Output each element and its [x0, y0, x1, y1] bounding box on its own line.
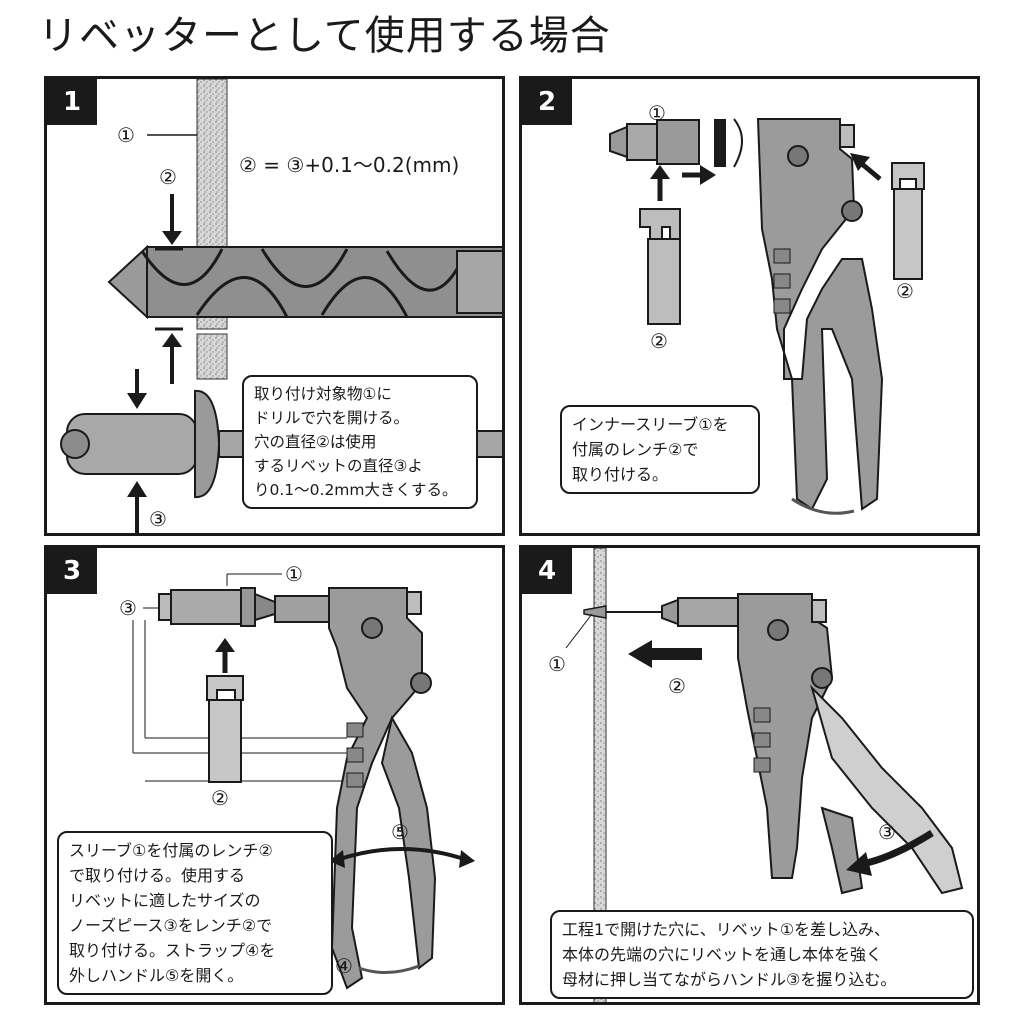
step-2-caption: インナースリーブ①を 付属のレンチ②で 取り付ける。 — [560, 405, 760, 494]
step-3-caption: スリーブ①を付属のレンチ② で取り付ける。使用する リベットに適したサイズの ノ… — [57, 831, 333, 995]
inner-sleeve — [609, 119, 700, 165]
riveter-tool — [661, 593, 964, 895]
callout-2b: ② — [896, 279, 914, 303]
riveter-tool — [274, 587, 437, 990]
page-title: リベッターとして使用する場合 — [38, 13, 611, 59]
callout-4: ④ — [335, 954, 353, 978]
step-4-caption: 工程1で開けた穴に、リベット①を差し込み、 本体の先端の穴にリベットを通し本体を… — [550, 910, 974, 999]
callout-1: ① — [285, 562, 303, 586]
rotate-indicator — [714, 119, 726, 167]
callout-3: ③ — [119, 596, 137, 620]
step-number: 3 — [47, 548, 97, 594]
arrow-left-icon — [628, 640, 702, 668]
sleeve-install-illustration — [609, 118, 925, 515]
callout-1: ① — [117, 123, 135, 147]
step-number: 2 — [522, 79, 572, 125]
rivet-set-illustration — [565, 548, 964, 1002]
sleeve-and-nosepiece — [158, 587, 276, 627]
wrench-icon — [206, 675, 244, 701]
drill-bit — [107, 244, 502, 320]
step-1-caption: 取り付け対象物①に ドリルで穴を開ける。 穴の直径②は使用 するリベットの直径③… — [242, 375, 478, 509]
step-3-panel: 3 ① ② ③ ④ ⑤ スリーブ①を付属のレンチ② で取り付ける。使用する リベ… — [44, 545, 505, 1005]
diameter-formula: ② = ③+0.1〜0.2(mm) — [239, 153, 460, 177]
step-4-panel: 4 ① ② ③ 工程1で開けた穴に、リベット①を差し込み、 本体の先端の穴にリベ… — [519, 545, 980, 1005]
callout-3: ③ — [878, 820, 896, 844]
riveter-tool — [756, 118, 884, 515]
callout-5: ⑤ — [391, 820, 409, 844]
callout-1: ① — [548, 652, 566, 676]
callout-2: ② — [211, 786, 229, 810]
callout-2: ② — [159, 165, 177, 189]
step-1-panel: 1 ① ② ③ ② = ③+0.1〜0.2(mm) 取り付け対象物①に ドリルで… — [44, 76, 505, 536]
step-number: 1 — [47, 79, 97, 125]
wrench-icon — [891, 162, 925, 190]
callout-2: ② — [668, 674, 686, 698]
callout-2a: ② — [650, 329, 668, 353]
callout-1: ① — [648, 101, 666, 125]
step-2-panel: 2 ① ② ② インナースリーブ①を 付属のレンチ②で 取り付ける。 — [519, 76, 980, 536]
wrench-icon — [639, 208, 681, 240]
step-number: 4 — [522, 548, 572, 594]
callout-3: ③ — [149, 507, 167, 531]
workpiece — [593, 548, 607, 1002]
nosepiece-install-illustration — [132, 573, 475, 990]
